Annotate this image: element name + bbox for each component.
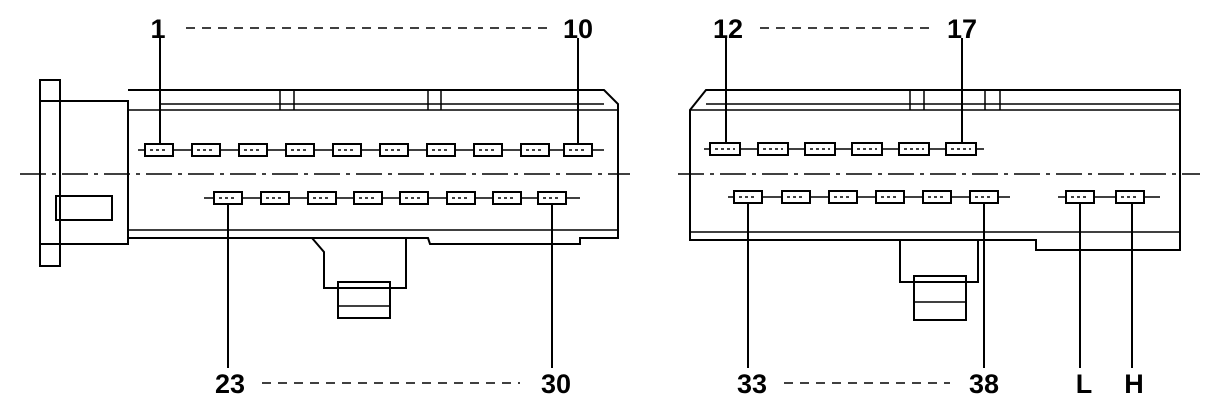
left-housing-outline	[128, 89, 619, 245]
pin-cavity	[426, 143, 456, 157]
right-bottom-boss	[899, 239, 979, 283]
pin-cavity	[922, 190, 952, 204]
pin-cavity	[969, 190, 999, 204]
pin-cavity	[353, 191, 383, 205]
pin-cavity	[399, 191, 429, 205]
pin-label-l: L	[1076, 369, 1093, 399]
pin-cavity	[446, 191, 476, 205]
right-bottom-pin-row	[733, 190, 999, 204]
pin-label-12: 12	[713, 14, 743, 44]
pin-cavity	[537, 191, 567, 205]
pin-label-17: 17	[947, 14, 977, 44]
pin-cavity	[1115, 190, 1145, 204]
pin-cavity	[851, 142, 883, 156]
leader-lines	[159, 38, 1133, 368]
pin-label-38: 38	[969, 369, 999, 399]
right-top-pin-row	[709, 142, 977, 156]
pin-label-30: 30	[541, 369, 571, 399]
pin-cavity	[379, 143, 409, 157]
pin-cavity	[875, 190, 905, 204]
pin-cavity	[520, 143, 550, 157]
pin-cavity	[332, 143, 362, 157]
pin-label-1: 1	[150, 14, 165, 44]
pin-cavity	[260, 191, 290, 205]
pin-cavity	[285, 143, 315, 157]
pin-cavity	[781, 190, 811, 204]
pin-cavity	[733, 190, 763, 204]
pin-cavity	[709, 142, 741, 156]
pin-cavity	[898, 142, 930, 156]
pin-label-h: H	[1124, 369, 1144, 399]
left-latch-body	[39, 100, 129, 245]
pin-cavity	[307, 191, 337, 205]
pin-cavity	[1065, 190, 1095, 204]
pin-cavity	[563, 143, 593, 157]
can-pin-row	[1065, 190, 1145, 204]
right-connector	[689, 89, 1181, 321]
pin-label-10: 10	[563, 14, 593, 44]
pin-cavity	[144, 143, 174, 157]
pin-cavity	[945, 142, 977, 156]
left-latch-window	[55, 195, 113, 221]
right-housing-outline	[689, 89, 1181, 251]
left-latch-flange	[39, 79, 61, 267]
pin-cavity	[828, 190, 858, 204]
left-connector	[39, 79, 619, 319]
pin-cavity	[473, 143, 503, 157]
left-top-pin-row	[144, 143, 593, 157]
pin-cavity	[492, 191, 522, 205]
pin-cavity	[804, 142, 836, 156]
pin-cavity	[757, 142, 789, 156]
pin-cavity	[191, 143, 221, 157]
pin-cavity	[238, 143, 268, 157]
pin-label-33: 33	[737, 369, 767, 399]
pin-cavity	[213, 191, 243, 205]
pin-label-23: 23	[215, 369, 245, 399]
left-bottom-pin-row	[213, 191, 567, 205]
left-bottom-boss	[311, 237, 407, 289]
